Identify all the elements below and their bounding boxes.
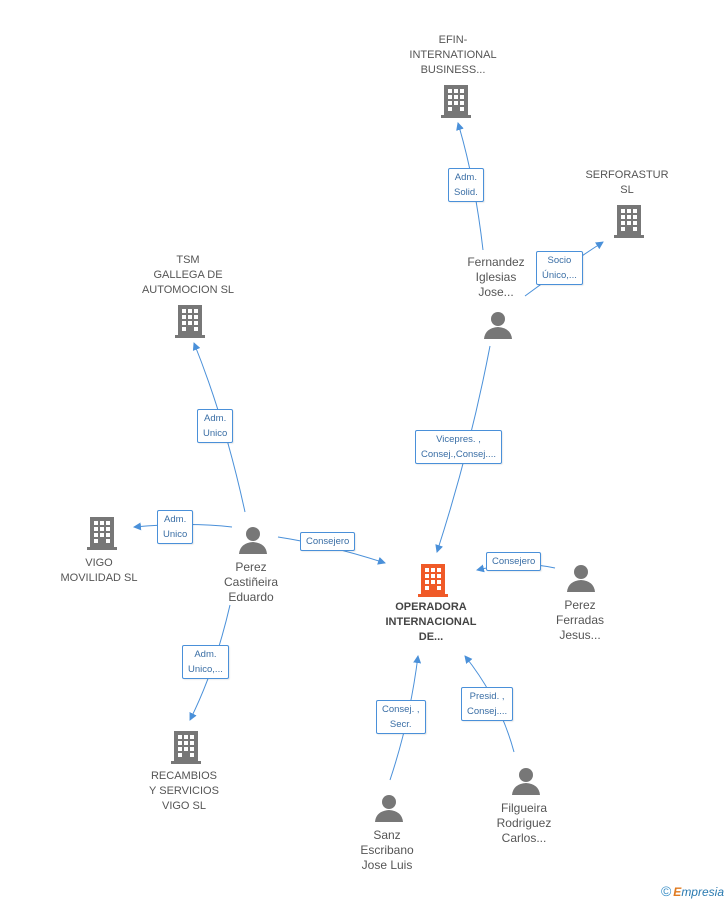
building-icon	[87, 517, 117, 550]
building-icon	[441, 85, 471, 118]
node-label-sanz: Sanz Escribano Jose Luis	[360, 828, 414, 872]
node-label-serforastur: SERFORASTUR SL	[585, 169, 669, 196]
edge-label-perez-recambios[interactable]: Adm. Unico,...	[182, 645, 229, 679]
building-icon	[418, 564, 448, 597]
edge-label-fernandez-efin[interactable]: Adm. Solid.	[448, 168, 484, 202]
edge-label-perez-operadora[interactable]: Consejero	[300, 532, 356, 551]
node-label-filgueira: Filgueira Rodriguez Carlos...	[496, 801, 552, 845]
person-icon	[239, 527, 267, 554]
person-icon	[484, 312, 512, 339]
edge-label-fernandez-serforastur[interactable]: Socio Único,...	[536, 251, 583, 285]
node-label-tsm: TSM GALLEGA DE AUTOMOCION SL	[141, 254, 235, 296]
building-icon	[171, 731, 201, 764]
node-label-perez-ferradas: Perez Ferradas Jesus...	[555, 598, 605, 642]
edge-label-ferradas-operadora[interactable]: Consejero	[486, 552, 542, 571]
edge-label-fernandez-operadora[interactable]: Vicepres. , Consej.,Consej....	[415, 430, 502, 464]
person-icon	[375, 795, 403, 822]
copyright-icon: ©	[660, 883, 672, 899]
node-label-efin: EFIN- INTERNATIONAL BUSINESS...	[409, 34, 497, 76]
node-label-fernandez: Fernandez Iglesias Jose...	[467, 255, 525, 299]
brand-initial: E	[673, 885, 682, 899]
node-label-vigo: VIGO MOVILIDAD SL	[60, 557, 138, 584]
edge-label-filgueira-operadora[interactable]: Presid. , Consej....	[461, 687, 514, 721]
building-icon	[175, 305, 205, 338]
person-icon	[512, 768, 540, 795]
person-icon	[567, 565, 595, 592]
brand-logo: ©Empresia	[661, 883, 724, 899]
node-label-perez-castineira: Perez Castiñeira Eduardo	[223, 560, 279, 604]
edge-label-sanz-operadora[interactable]: Consej. , Secr.	[376, 700, 426, 734]
edge-label-perez-vigo[interactable]: Adm. Unico	[157, 510, 194, 544]
node-label-recambios: RECAMBIOS Y SERVICIOS VIGO SL	[149, 770, 219, 812]
node-label-operadora: OPERADORA INTERNACIONAL DE...	[385, 601, 477, 643]
brand-name: mpresia	[681, 885, 724, 899]
building-icon	[614, 205, 644, 238]
edge-label-perez-tsm[interactable]: Adm. Unico	[197, 409, 234, 443]
